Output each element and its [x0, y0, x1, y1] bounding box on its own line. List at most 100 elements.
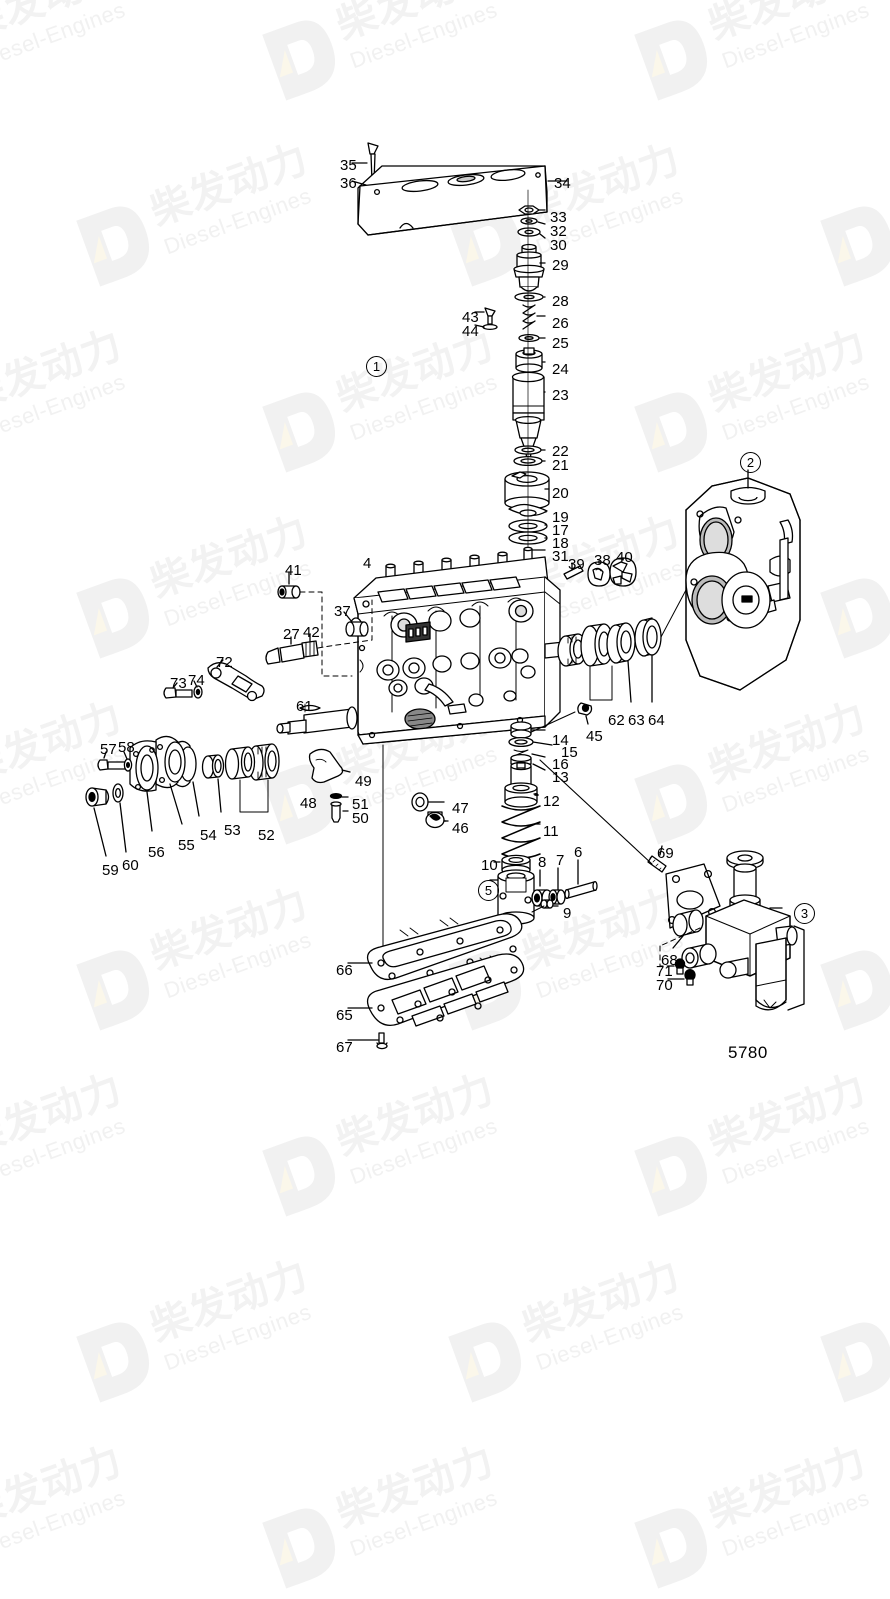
part-6-pin — [564, 880, 598, 900]
part-number-36: 36 — [340, 175, 357, 192]
part-number-13: 13 — [552, 769, 569, 786]
part-number-61: 61 — [296, 698, 313, 715]
assembly-callout-2: 2 — [740, 452, 761, 473]
part-number-34: 34 — [554, 175, 571, 192]
part-number-44: 44 — [462, 323, 479, 340]
part-number-72: 72 — [216, 654, 233, 671]
part-number-69: 69 — [657, 845, 674, 862]
part-34-cover — [357, 165, 548, 236]
watermark-english-text: Diesel-Engines — [532, 1298, 687, 1375]
part-number-41: 41 — [285, 562, 302, 579]
part-number-70: 70 — [656, 977, 673, 994]
part-number-16: 16 — [552, 756, 569, 773]
part-number-23: 23 — [552, 387, 569, 404]
part-number-65: 65 — [336, 1007, 353, 1024]
part-number-22: 22 — [552, 443, 569, 460]
part-number-57: 57 — [100, 741, 117, 758]
part-55-cover — [155, 735, 186, 789]
part-number-17: 17 — [552, 522, 569, 539]
part-51-washer — [329, 792, 343, 800]
watermark-chinese-text: 柴发动力 — [330, 1437, 501, 1537]
part-33-nut — [518, 205, 540, 215]
part-number-55: 55 — [178, 837, 195, 854]
part-number-39: 39 — [568, 556, 585, 573]
part-4-pump-housing — [349, 551, 561, 745]
part-number-67: 67 — [336, 1039, 353, 1056]
watermark-chinese-text: 柴发动力 — [702, 1437, 873, 1537]
part-25-washer — [518, 333, 540, 343]
part-27-42-union — [265, 640, 319, 665]
part-56-housing — [129, 740, 159, 792]
part-24-spring-seat — [515, 347, 543, 373]
part-number-8: 8 — [538, 854, 547, 871]
part-number-46: 46 — [452, 820, 469, 837]
part-number-52: 52 — [258, 827, 275, 844]
part-50-bolt — [330, 801, 342, 823]
part-48-camshaft — [276, 706, 358, 735]
part-14-cap — [510, 721, 532, 739]
assembly-callout-5: 5 — [478, 880, 499, 901]
part-29-valve-holder — [513, 243, 545, 292]
part-39-pin — [563, 565, 584, 580]
part-28-washer — [514, 292, 544, 302]
part-number-30: 30 — [550, 237, 567, 254]
watermark-chinese-text: 柴发动力 — [144, 1251, 315, 1351]
part-41-plug — [277, 585, 301, 599]
part-11-spring — [501, 805, 541, 859]
part-number-58: 58 — [118, 739, 135, 756]
part-32-washer — [520, 217, 538, 225]
part-number-64: 64 — [648, 712, 665, 729]
part-3-feed-pump — [672, 850, 805, 1011]
part-number-33: 33 — [550, 209, 567, 226]
part-number-27: 27 — [283, 626, 300, 643]
part-number-15: 15 — [561, 744, 578, 761]
watermark-english-text: Diesel-Engines — [160, 1298, 315, 1375]
part-number-50: 50 — [352, 810, 369, 827]
part-69-stud — [647, 855, 667, 873]
part-52-bearings — [224, 743, 280, 781]
part-number-48: 48 — [300, 795, 317, 812]
part-49-clamp — [308, 748, 344, 784]
part-number-24: 24 — [552, 361, 569, 378]
part-number-4: 4 — [363, 555, 372, 572]
part-70-bolt — [684, 968, 696, 986]
part-20-lower-seat — [504, 471, 550, 510]
part-number-32: 32 — [550, 223, 567, 240]
part-number-14: 14 — [552, 732, 569, 749]
part-53-seal — [201, 754, 225, 779]
part-number-9: 9 — [563, 905, 572, 922]
part-number-68: 68 — [661, 952, 678, 969]
part-number-59: 59 — [102, 862, 119, 879]
part-number-35: 35 — [340, 157, 357, 174]
watermark-english-text: Diesel-Engines — [718, 1484, 873, 1561]
part-73-bolt — [163, 687, 193, 699]
part-number-54: 54 — [200, 827, 217, 844]
part-number-20: 20 — [552, 485, 569, 502]
part-71-bolt — [674, 958, 686, 975]
part-number-56: 56 — [148, 844, 165, 861]
watermark-english-text: Diesel-Engines — [346, 1484, 501, 1561]
part-number-71: 71 — [656, 963, 673, 980]
part-68-bracket — [665, 863, 721, 929]
part-number-28: 28 — [552, 293, 569, 310]
part-64-shim — [634, 617, 662, 657]
part-9-key — [540, 899, 554, 909]
watermark-logo-icon — [810, 1305, 890, 1412]
part-number-6: 6 — [574, 844, 583, 861]
part-40-gear — [609, 557, 637, 587]
watermark-logo-icon — [624, 1491, 727, 1598]
part-number-10: 10 — [481, 857, 498, 874]
part-number-51: 51 — [352, 796, 369, 813]
part-number-38: 38 — [594, 552, 611, 569]
part-38-gear — [587, 561, 611, 587]
part-57-bolt — [97, 759, 127, 771]
part-62-bearing — [557, 623, 614, 667]
watermark-logo-icon — [252, 1491, 355, 1598]
